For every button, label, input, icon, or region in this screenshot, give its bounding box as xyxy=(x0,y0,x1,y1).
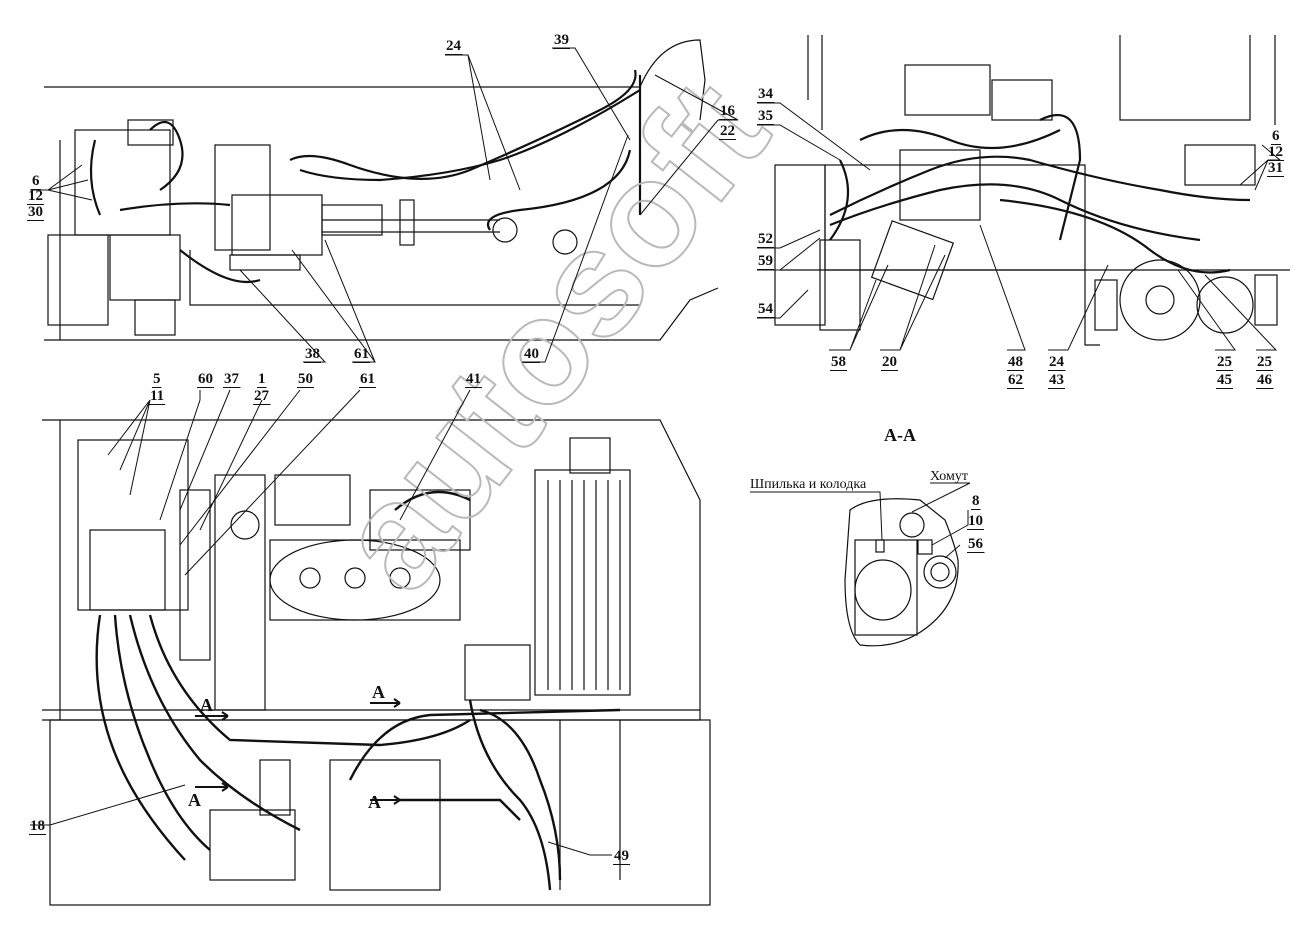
label-16: 16 xyxy=(720,103,736,119)
section-mark-1: A xyxy=(200,695,213,715)
label-49: 49 xyxy=(614,848,629,864)
label-38: 38 xyxy=(305,346,320,362)
top-right-hoses xyxy=(829,114,1251,274)
labels-top-right: 34 35 6 12 31 52 59 54 58 20 48 62 24 43… xyxy=(758,86,1283,388)
label-6-right: 6 xyxy=(1272,128,1280,144)
label-45: 45 xyxy=(1217,372,1232,388)
top-left-view xyxy=(44,39,719,341)
section-a-a-view xyxy=(844,498,959,647)
label-5: 5 xyxy=(153,371,161,387)
bottom-left-hoses xyxy=(95,490,621,891)
label-41: 41 xyxy=(466,371,481,387)
callout-shpilka: Шпилька и колодка xyxy=(750,477,867,492)
labels-bottom-left: 5 11 60 37 1 27 50 61 41 18 49 xyxy=(30,371,629,864)
label-12-right: 12 xyxy=(1268,144,1283,160)
label-62: 62 xyxy=(1008,372,1023,388)
section-mark-3: A xyxy=(372,682,385,702)
top-left-hoses xyxy=(89,69,642,284)
label-40: 40 xyxy=(524,346,539,362)
label-27: 27 xyxy=(254,388,270,404)
label-11: 11 xyxy=(150,388,164,404)
label-43: 43 xyxy=(1049,372,1064,388)
section-arrows xyxy=(195,698,401,805)
label-61: 61 xyxy=(354,346,369,362)
leader-lines xyxy=(30,47,1282,856)
callout-khomut: Хомут xyxy=(930,469,968,484)
label-48: 48 xyxy=(1008,354,1023,370)
label-22: 22 xyxy=(720,123,735,139)
label-59: 59 xyxy=(758,253,773,269)
label-31: 31 xyxy=(1268,160,1283,176)
label-25: 25 xyxy=(1217,354,1232,370)
label-58: 58 xyxy=(831,354,846,370)
label-46: 46 xyxy=(1257,372,1273,388)
label-24: 24 xyxy=(446,38,462,54)
label-52: 52 xyxy=(758,231,773,247)
label-24-right: 24 xyxy=(1049,354,1065,370)
label-8: 8 xyxy=(972,493,980,509)
label-12: 12 xyxy=(28,188,43,204)
label-1: 1 xyxy=(258,371,266,387)
section-mark-2: A xyxy=(188,790,201,810)
section-mark-4: A xyxy=(368,792,381,812)
section-a-a-labels: A-A Шпилька и колодка Хомут 8 10 56 xyxy=(750,425,984,552)
label-20: 20 xyxy=(882,354,897,370)
label-61-lower: 61 xyxy=(360,371,375,387)
label-30: 30 xyxy=(28,204,43,220)
label-56: 56 xyxy=(968,536,984,552)
top-right-view xyxy=(774,35,1290,346)
label-35: 35 xyxy=(758,108,773,124)
label-37: 37 xyxy=(224,371,240,387)
label-50: 50 xyxy=(298,371,313,387)
label-54: 54 xyxy=(758,301,774,317)
label-18: 18 xyxy=(30,818,45,834)
label-60: 60 xyxy=(198,371,213,387)
labels-top-left: 6 12 30 24 39 16 22 38 61 40 xyxy=(28,32,736,362)
label-25-right: 25 xyxy=(1257,354,1272,370)
section-title: A-A xyxy=(884,425,916,445)
label-34: 34 xyxy=(758,86,774,102)
label-6: 6 xyxy=(32,173,40,189)
label-39: 39 xyxy=(554,32,569,48)
label-10: 10 xyxy=(968,513,983,529)
